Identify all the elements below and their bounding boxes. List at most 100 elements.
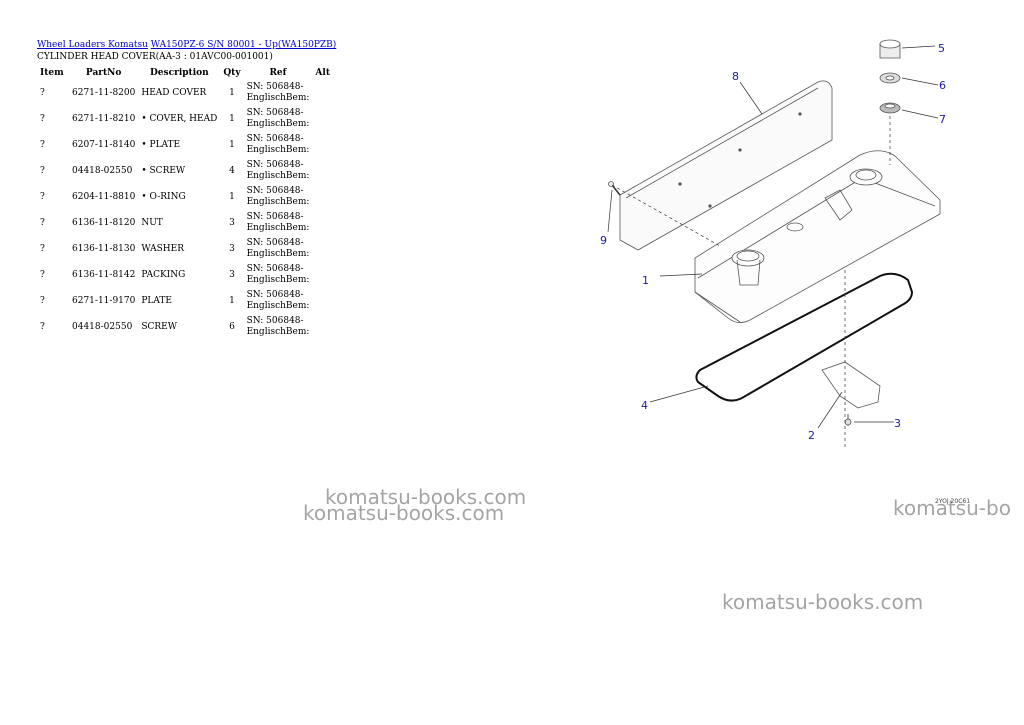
cell-ref: SN: 506848-EnglischBem: (244, 106, 313, 132)
breadcrumb-link-model[interactable]: WA150PZ-6 S/N 80001 - Up(WA150PZB) (150, 40, 337, 50)
cell-ref: SN: 506848-EnglischBem: (244, 262, 313, 288)
cell-description: • COVER, HEAD (141, 113, 218, 124)
callout-1: 1 (642, 274, 649, 287)
col-item: Item (40, 68, 64, 78)
cell-ref: SN: 506848-EnglischBem: (244, 288, 313, 314)
cell-qty: 1 (229, 295, 235, 306)
plate-part (619, 80, 833, 251)
breadcrumb: Wheel Loaders Komatsu WA150PZ-6 S/N 8000… (37, 40, 336, 50)
cell-qty: 1 (229, 139, 235, 150)
cell-description: SCREW (141, 321, 177, 332)
cell-item: ? (40, 295, 45, 306)
table-row: ? 6204-11-8810 • O-RING 1 SN: 506848-Englisc… (37, 184, 333, 210)
cell-qty: 1 (229, 191, 235, 202)
callout-7: 7 (939, 113, 946, 126)
cell-item: ? (40, 191, 45, 202)
ref-sn: SN: 506848- (246, 316, 304, 326)
ref-note: EnglischBem: (246, 301, 310, 311)
ref-note: EnglischBem: (246, 223, 310, 233)
watermark-4: komatsu-books.com (722, 590, 924, 614)
screw-part (608, 181, 621, 196)
cell-qty: 1 (229, 113, 235, 124)
bracket-part (821, 361, 881, 426)
cell-ref: SN: 506848-EnglischBem: (244, 236, 313, 262)
col-description: Description (150, 68, 209, 78)
callout-4: 4 (641, 399, 648, 412)
diagram-code: 2YOJ 20C61 (935, 498, 971, 505)
cell-ref: SN: 506848-EnglischBem: (244, 132, 313, 158)
callout-5: 5 (938, 42, 945, 55)
cell-partno: 6136-11-8142 (72, 269, 136, 280)
cell-qty: 3 (229, 243, 235, 254)
cell-description: • SCREW (141, 165, 186, 176)
cell-item: ? (40, 243, 45, 254)
cell-partno: 6204-11-8810 (72, 191, 136, 202)
watermark-1: komatsu-books.com (325, 485, 527, 509)
ref-sn: SN: 506848- (246, 134, 304, 144)
cell-qty: 3 (229, 269, 235, 280)
cell-alt (312, 184, 333, 210)
ref-note: EnglischBem: (246, 171, 310, 181)
ref-note: EnglischBem: (246, 249, 310, 259)
ref-note: EnglischBem: (246, 93, 310, 103)
table-row: ? 6271-11-9170 PLATE 1 SN: 506848-EnglischBe… (37, 288, 333, 314)
cell-description: NUT (141, 217, 163, 228)
cell-ref: SN: 506848-EnglischBem: (244, 314, 313, 340)
cell-alt (312, 210, 333, 236)
cell-alt (312, 158, 333, 184)
cell-partno: 6271-11-9170 (72, 295, 136, 306)
cell-partno: 04418-02550 (72, 321, 133, 332)
cell-item: ? (40, 321, 45, 332)
o-ring-part (695, 272, 914, 402)
callout-8: 8 (732, 70, 739, 83)
ref-sn: SN: 506848- (246, 212, 304, 222)
col-alt: Alt (315, 68, 330, 78)
cell-partno: 6136-11-8120 (72, 217, 136, 228)
cell-description: • PLATE (141, 139, 181, 150)
watermark-2: komatsu-books.com (303, 501, 505, 525)
ref-sn: SN: 506848- (246, 186, 304, 196)
ref-note: EnglischBem: (246, 145, 310, 155)
ref-sn: SN: 506848- (246, 82, 304, 92)
exploded-parts-diagram: 1 2 3 4 5 6 7 8 9 (600, 39, 946, 450)
ref-note: EnglischBem: (246, 119, 310, 129)
ref-sn: SN: 506848- (246, 290, 304, 300)
cell-partno: 6207-11-8140 (72, 139, 136, 150)
cell-partno: 6271-11-8210 (72, 113, 136, 124)
ref-sn: SN: 506848- (246, 238, 304, 248)
cell-partno: 04418-02550 (72, 165, 133, 176)
ref-note: EnglischBem: (246, 197, 310, 207)
watermark-3: komatsu-bo (893, 496, 1011, 520)
parts-table: Item PartNo Description Qty Ref Alt ?627… (37, 66, 333, 340)
col-qty: Qty (223, 68, 241, 78)
cell-description: PACKING (141, 269, 186, 280)
ref-sn: SN: 506848- (246, 108, 304, 118)
callout-9: 9 (600, 234, 607, 247)
cell-ref: SN: 506848-EnglischBem: (244, 158, 313, 184)
cell-item: ? (40, 165, 45, 176)
cell-qty: 1 (229, 87, 235, 98)
callout-3: 3 (894, 417, 901, 430)
ref-sn: SN: 506848- (246, 264, 304, 274)
cell-description: • O-RING (141, 191, 186, 202)
cell-description: WASHER (141, 243, 185, 254)
cell-partno: 6271-11-8200 (72, 87, 136, 98)
table-row: ? 04418-02550 SCREW 6 SN: 506848-EnglischBe… (37, 314, 333, 340)
cell-description: PLATE (141, 295, 172, 306)
breadcrumb-link-category[interactable]: Wheel Loaders Komatsu (37, 40, 148, 50)
col-ref: Ref (269, 68, 287, 78)
cell-qty: 6 (229, 321, 235, 332)
fastener-stack (879, 39, 901, 114)
cell-alt (312, 132, 333, 158)
callout-2: 2 (808, 429, 815, 442)
cell-ref: SN: 506848-EnglischBem: (244, 184, 313, 210)
cell-alt (312, 262, 333, 288)
ref-note: EnglischBem: (246, 275, 310, 285)
cell-item: ? (40, 217, 45, 228)
